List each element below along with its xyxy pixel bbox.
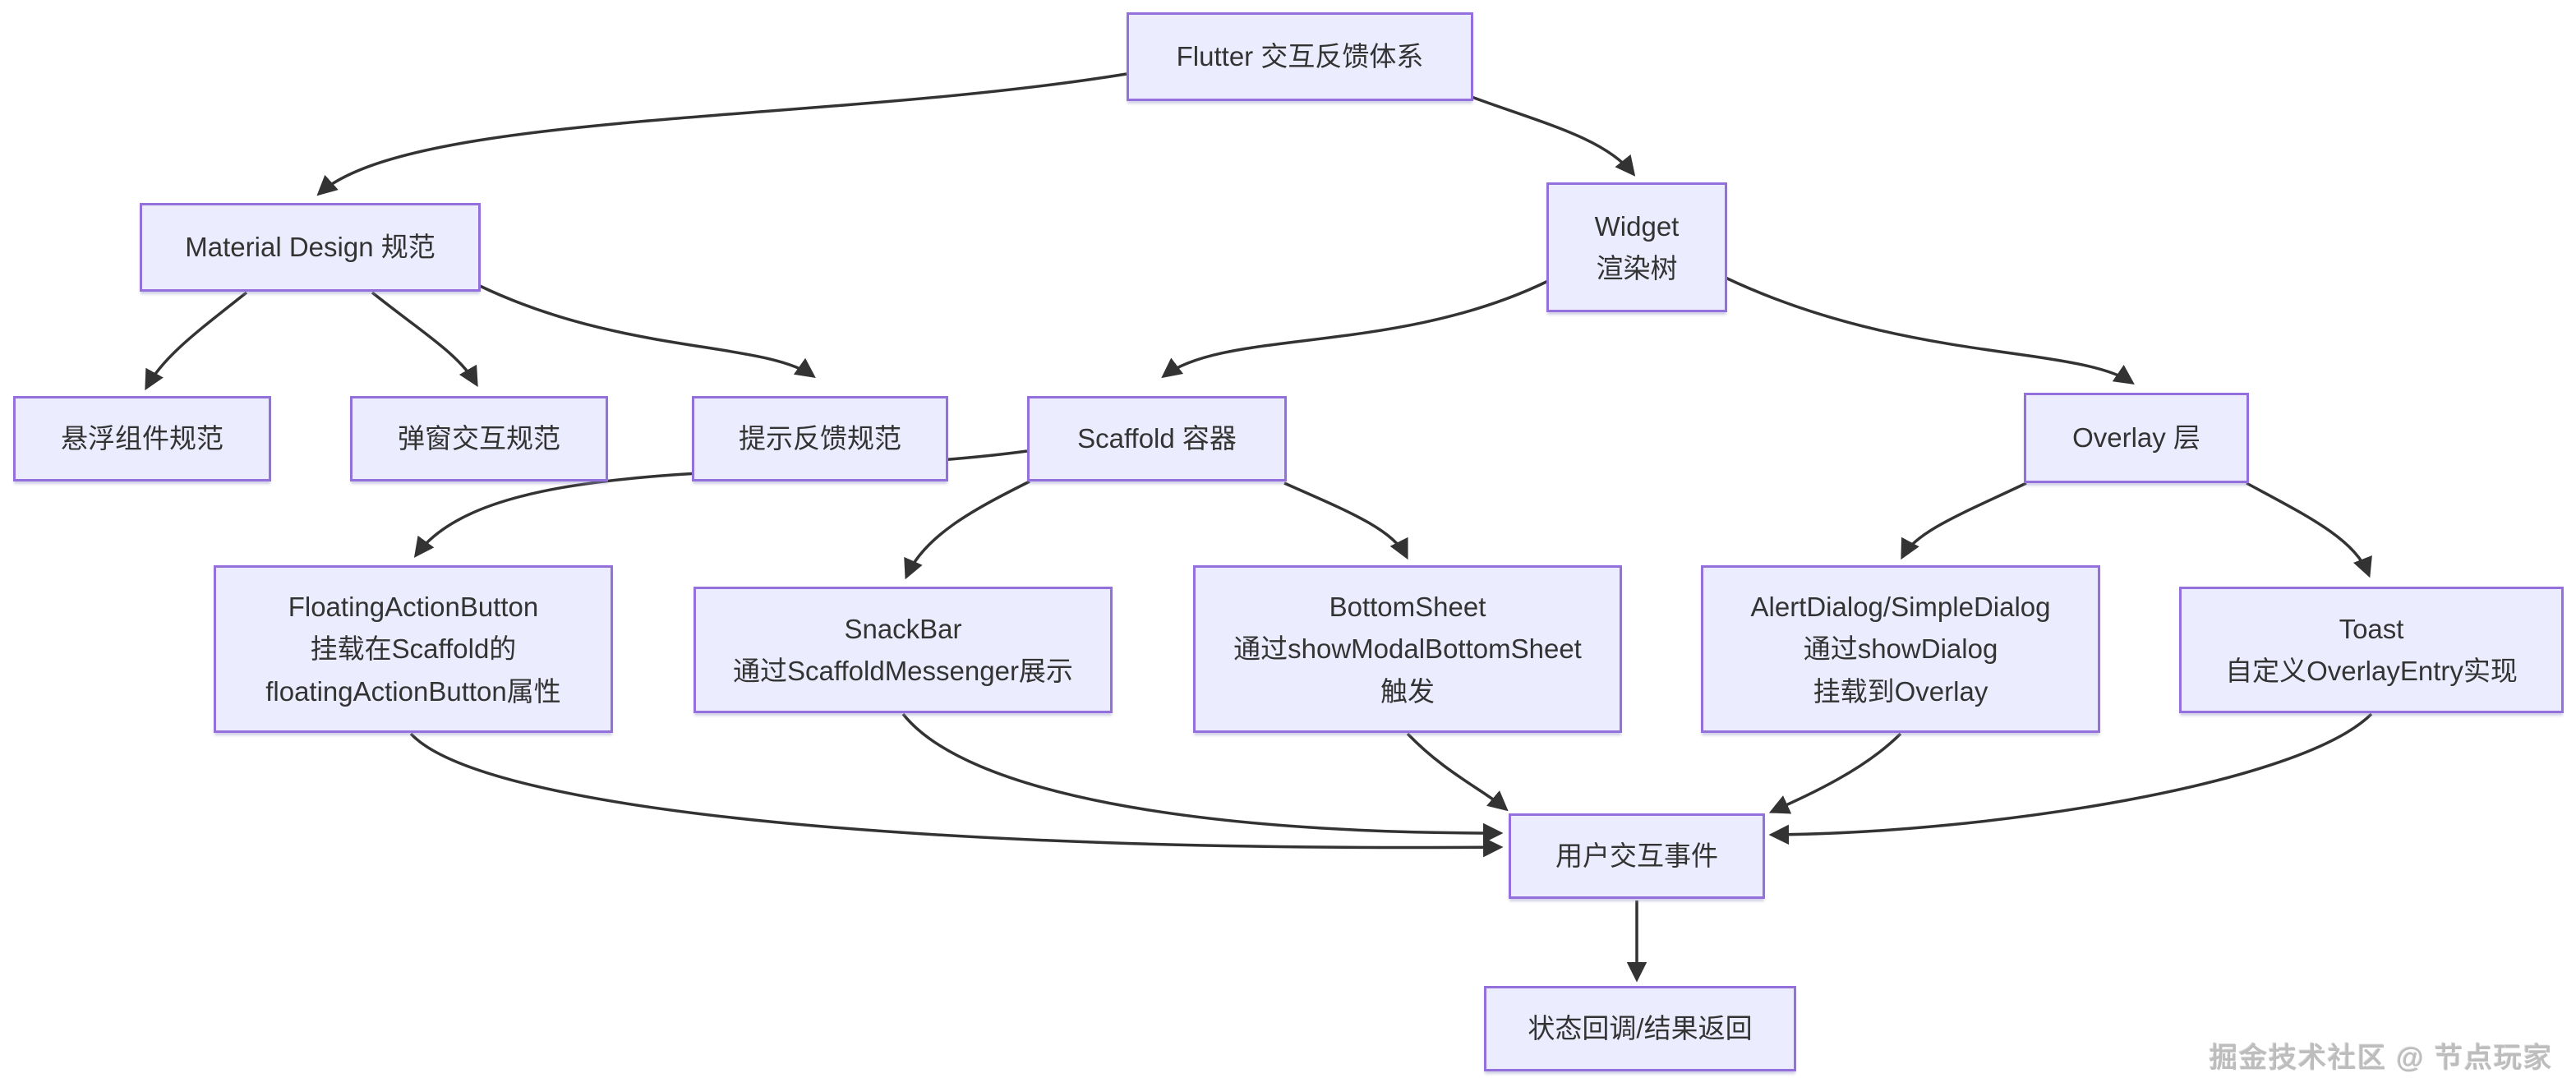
node-overlay-layer: Overlay 层 [2024,393,2249,483]
edge-root-to-material [316,72,1127,196]
node-bottomsheet: BottomSheet 通过showModalBottomSheet 触发 [1193,565,1622,733]
node-label: Flutter 交互反馈体系 [1176,41,1424,72]
node-flutter-feedback-system: Flutter 交互反馈体系 [1127,12,1473,101]
node-label: 状态回调/结果返回 [1528,1013,1753,1044]
edge-overlay-to-toast [2246,481,2372,578]
node-dialog-interaction-spec: 弹窗交互规范 [350,396,608,481]
node-label: Widget 渲染树 [1594,210,1680,283]
node-snackbar: SnackBar 通过ScaffoldMessenger展示 [694,587,1113,713]
node-floating-action-button: FloatingActionButton 挂载在Scaffold的 floati… [214,565,613,733]
node-label: Scaffold 容器 [1077,423,1237,454]
edge-widget-tree-to-scaffold [1161,279,1549,379]
edge-snackbar-to-interaction [901,712,1504,844]
node-user-interaction-event: 用户交互事件 [1509,813,1765,899]
edge-scaffold-to-bottomsheet [1283,481,1408,560]
edge-alertdialog-to-interaction [1768,732,1902,814]
node-label: 用户交互事件 [1555,841,1718,872]
node-label: 悬浮组件规范 [61,423,223,454]
edge-material-to-feedback-spec [479,284,816,379]
edge-toast-to-interaction [1768,712,2373,845]
node-label: SnackBar 通过ScaffoldMessenger展示 [733,613,1073,686]
node-alertdialog: AlertDialog/SimpleDialog 通过showDialog 挂载… [1701,565,2100,733]
node-toast: Toast 自定义OverlayEntry实现 [2179,587,2564,713]
node-material-design-spec: Material Design 规范 [140,203,481,292]
node-label: BottomSheet 通过showModalBottomSheet 触发 [1233,592,1582,707]
node-state-callback-result: 状态回调/结果返回 [1484,986,1796,1071]
watermark-text: 掘金技术社区 @ 节点玩家 [2209,1043,2553,1074]
node-label: 弹窗交互规范 [398,423,560,454]
edge-widget-tree-to-overlay [1725,276,2135,385]
node-scaffold-container: Scaffold 容器 [1027,396,1287,481]
node-hint-feedback-spec: 提示反馈规范 [692,396,948,481]
node-label: FloatingActionButton 挂载在Scaffold的 floati… [265,592,561,707]
node-label: 提示反馈规范 [739,423,901,454]
node-label: Material Design 规范 [185,232,435,263]
edge-scaffold-to-snackbar [904,480,1030,580]
node-label: Toast 自定义OverlayEntry实现 [2225,613,2518,686]
node-label: AlertDialog/SimpleDialog 通过showDialog 挂载… [1750,592,2051,707]
edge-overlay-to-alertdialog [1901,481,2027,560]
node-label: Overlay 层 [2072,422,2200,454]
node-floating-widget-spec: 悬浮组件规范 [13,396,271,481]
node-widget-render-tree: Widget 渲染树 [1546,182,1727,312]
edge-bottomsheet-to-interaction [1406,732,1509,812]
edge-fab-to-interaction [409,732,1504,858]
edge-material-to-dialog-spec [371,291,478,388]
edge-material-to-floating-spec [145,291,248,391]
edge-root-to-widget-tree [1471,95,1636,177]
